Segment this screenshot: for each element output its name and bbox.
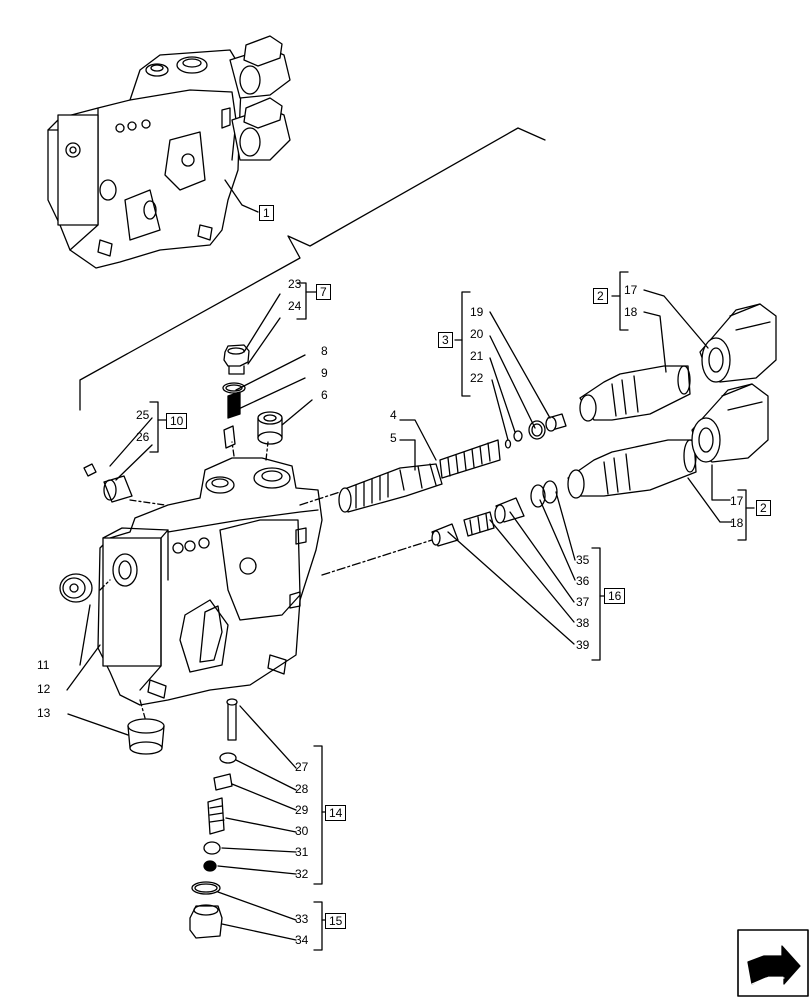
callout-23: 23 (288, 277, 302, 291)
callout-27: 27 (295, 760, 309, 774)
callout-18-lower: 18 (730, 516, 744, 530)
callout-4: 4 (390, 408, 397, 422)
callout-13: 13 (37, 706, 51, 720)
callout-14: 14 (325, 805, 347, 821)
callout-21: 21 (470, 349, 484, 363)
callout-18-upper: 18 (624, 305, 638, 319)
callout-8: 8 (321, 344, 328, 358)
callout-6: 6 (321, 388, 328, 402)
callout-34: 34 (295, 933, 309, 947)
callout-17-lower: 17 (730, 494, 744, 508)
callout-39: 39 (576, 638, 590, 652)
valve-section-assembly-icon (47, 35, 291, 269)
callout-10: 10 (166, 413, 188, 429)
callout-22: 22 (470, 371, 484, 385)
valve-body-icon (97, 457, 323, 706)
callout-16: 16 (604, 588, 626, 604)
callout-33: 33 (295, 912, 309, 926)
callout-1: 1 (259, 205, 274, 221)
callout-35: 35 (576, 553, 590, 567)
callout-12: 12 (37, 682, 51, 696)
callout-36: 36 (576, 574, 590, 588)
callout-2-lower: 2 (756, 500, 771, 516)
callout-32: 32 (295, 867, 309, 881)
callout-20: 20 (470, 327, 484, 341)
callout-30: 30 (295, 824, 309, 838)
callout-3: 3 (438, 332, 453, 348)
callout-26: 26 (136, 430, 150, 444)
next-page-arrow-icon[interactable] (737, 929, 809, 997)
callout-17-upper: 17 (624, 283, 638, 297)
callout-28: 28 (295, 782, 309, 796)
callout-7: 7 (316, 284, 331, 300)
callout-19: 19 (470, 305, 484, 319)
callout-24: 24 (288, 299, 302, 313)
callout-15: 15 (325, 913, 347, 929)
callout-31: 31 (295, 845, 309, 859)
callout-38: 38 (576, 616, 590, 630)
callout-25: 25 (136, 408, 150, 422)
callout-5: 5 (390, 431, 397, 445)
callout-29: 29 (295, 803, 309, 817)
callout-37: 37 (576, 595, 590, 609)
callout-2-upper: 2 (593, 288, 608, 304)
callout-11: 11 (37, 658, 50, 672)
callout-9: 9 (321, 366, 328, 380)
